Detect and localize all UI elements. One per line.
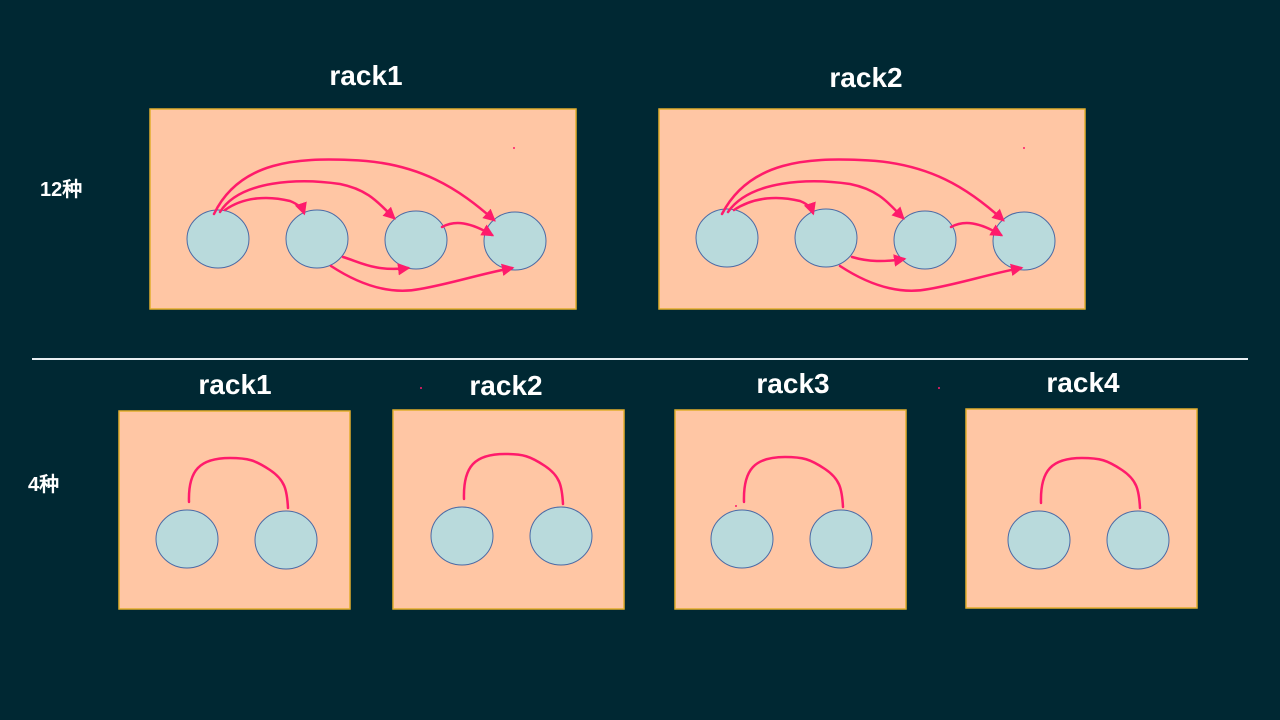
link-1-3 — [726, 180, 905, 220]
link-1-3 — [218, 180, 396, 220]
node-3 — [384, 210, 448, 270]
rack-bottom-2 — [392, 387, 625, 610]
row-label-top: 12种 — [40, 179, 83, 201]
link-3-4 — [440, 221, 495, 237]
node-4 — [992, 211, 1056, 271]
link-1-2 — [223, 196, 307, 216]
rack-top-1 — [149, 108, 577, 310]
rack-title-top-1: rack1 — [329, 60, 403, 91]
node-1 — [430, 506, 494, 566]
node-1 — [186, 209, 250, 269]
rack-top-2 — [658, 108, 1086, 310]
node-1 — [155, 509, 219, 569]
node-2 — [1106, 510, 1170, 570]
link-1-2 — [732, 196, 816, 216]
row-label-bottom: 4种 — [28, 474, 60, 496]
node-2 — [794, 208, 858, 268]
rack-title-bottom-1: rack1 — [198, 369, 272, 400]
section-divider — [32, 358, 1248, 360]
link-2-4-under — [838, 263, 1024, 292]
rack-title-bottom-3: rack3 — [756, 368, 830, 399]
node-2 — [254, 510, 318, 570]
node-4 — [483, 211, 547, 271]
node-2 — [529, 506, 593, 566]
rack-title-bottom-4: rack4 — [1046, 367, 1120, 398]
link-2-4-under — [329, 263, 515, 292]
link-1-4-outer — [720, 158, 1005, 222]
node-1 — [695, 208, 759, 268]
node-1 — [1007, 510, 1071, 570]
node-2 — [809, 509, 873, 569]
rack-box — [965, 408, 1198, 609]
rack-bottom-1 — [118, 410, 351, 610]
node-3 — [893, 210, 957, 270]
rack-box — [149, 108, 577, 310]
link-2-3-under — [850, 254, 907, 267]
rack-box — [392, 409, 625, 610]
rack-box — [674, 409, 907, 610]
link-1-2 — [1039, 456, 1142, 510]
rack-bottom-3 — [674, 387, 940, 610]
node-2 — [285, 209, 349, 269]
rack-title-top-2: rack2 — [829, 62, 903, 93]
link-3-4 — [949, 221, 1004, 237]
link-1-4-outer — [212, 158, 496, 222]
rack-title-bottom-2: rack2 — [469, 370, 543, 401]
link-2-3-under — [341, 255, 411, 276]
link-1-2 — [462, 452, 565, 506]
rack-bottom-4 — [965, 408, 1198, 609]
link-1-2 — [187, 456, 290, 510]
node-1 — [710, 509, 774, 569]
link-1-2 — [742, 455, 845, 509]
rack-box — [118, 410, 351, 610]
